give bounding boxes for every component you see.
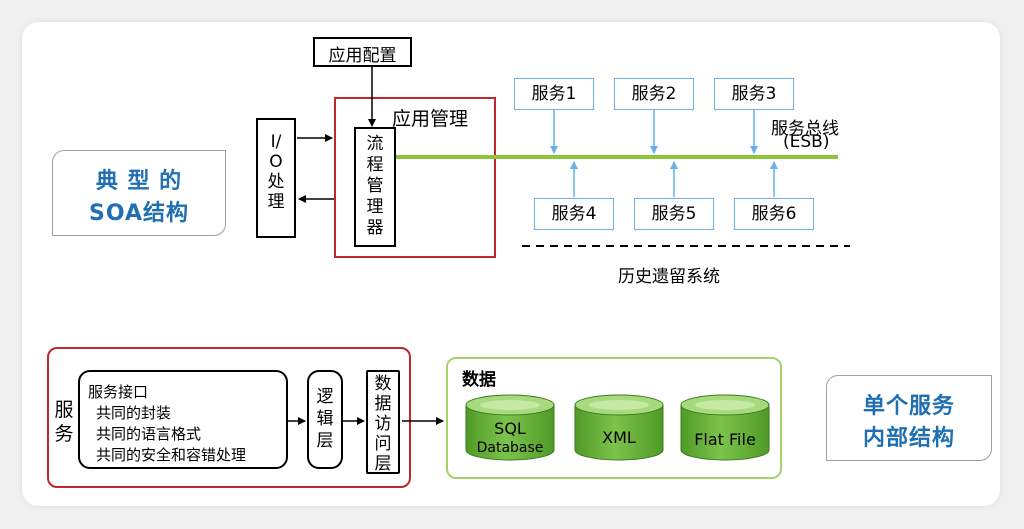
service-1-box: 服务1 (514, 78, 594, 110)
logic-layer-box (307, 370, 343, 469)
io-char: 理 (267, 192, 285, 212)
data-access-char: 层 (374, 454, 392, 474)
io-char: I/ (270, 132, 282, 152)
esb-sub-label: (ESB) (783, 132, 830, 152)
service-3-box: 服务3 (714, 78, 794, 110)
service-6-box: 服务6 (734, 198, 814, 230)
db-sql-line2: Database (476, 440, 544, 456)
interface-item: 共同的语言格式 (96, 425, 202, 443)
logic-char: 层 (316, 431, 334, 451)
flow-char: 管 (366, 176, 384, 196)
service-label: 服 务 (52, 398, 76, 446)
interface-item: 共同的安全和容错处理 (96, 446, 247, 464)
app-config-box (313, 37, 412, 67)
service-char: 服 (54, 399, 74, 421)
service-structure-box (47, 347, 411, 488)
data-access-char: 访 (374, 414, 392, 434)
db-cylinder-xml (574, 394, 664, 461)
db-xml-label: XML (602, 428, 636, 447)
note-typical-soa-line1: 典 型 的 (95, 169, 183, 194)
io-processing-box (256, 118, 296, 238)
data-access-layer-box (366, 370, 400, 474)
note-single-service-line1: 单个服务 (862, 394, 955, 419)
db-cylinder-flatfile (680, 394, 770, 461)
note-single-service-line2: 内部结构 (862, 426, 955, 451)
data-access-char: 据 (374, 394, 392, 414)
service-5-box: 服务5 (634, 198, 714, 230)
esb-label: 服务总线 (771, 119, 839, 139)
legacy-systems-label: 历史遗留系统 (618, 267, 720, 287)
data-box (446, 357, 782, 479)
service-4-box: 服务4 (534, 198, 614, 230)
flow-char: 理 (366, 197, 384, 217)
logic-char: 逻 (316, 387, 334, 407)
db-cylinder-sql (465, 394, 555, 461)
io-char: O (269, 152, 283, 172)
io-char: 处 (267, 172, 285, 192)
data-label: 数据 (462, 370, 496, 390)
db-sql-label: SQL Database (466, 419, 554, 457)
service-interface-box (78, 370, 288, 469)
db-flatfile-label: Flat File (694, 430, 756, 449)
data-access-char: 数 (374, 374, 392, 394)
interface-item: 共同的封装 (96, 404, 172, 422)
flow-char: 程 (366, 155, 384, 175)
db-sql-line1: SQL (494, 419, 526, 438)
logic-layer-label: 逻 辑 层 (307, 386, 343, 452)
note-typical-soa-line2: SOA结构 (89, 201, 189, 226)
note-typical-soa: 典 型 的 SOA结构 (52, 150, 226, 236)
data-access-layer-label: 数 据 访 问 层 (366, 374, 400, 474)
io-processing-label: I/ O 处 理 (256, 132, 296, 212)
service-2-box: 服务2 (614, 78, 694, 110)
app-management-box (334, 97, 496, 258)
service-char: 务 (54, 423, 74, 445)
data-access-char: 问 (374, 434, 392, 454)
flow-manager-box (354, 127, 396, 247)
logic-char: 辑 (316, 409, 334, 429)
flow-char: 流 (366, 134, 384, 154)
flow-manager-label: 流 程 管 理 器 (354, 134, 396, 239)
app-config-label: 应用配置 (328, 46, 397, 66)
flow-char: 器 (366, 218, 384, 238)
app-management-label: 应用管理 (392, 108, 469, 130)
note-single-service: 单个服务 内部结构 (826, 375, 992, 461)
service-interface-title: 服务接口 (88, 383, 149, 401)
